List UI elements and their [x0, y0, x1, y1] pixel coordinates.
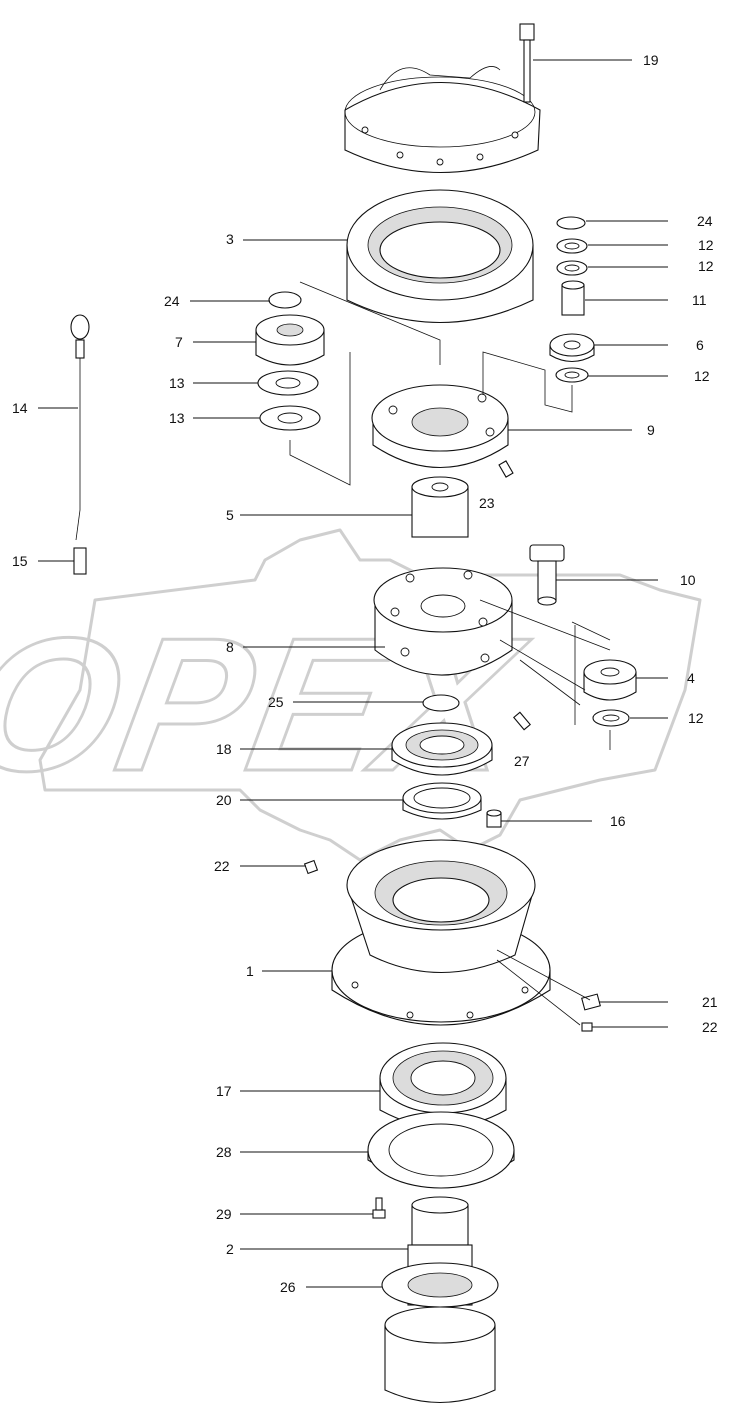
part-12-washer-b	[556, 260, 588, 276]
callout-5: 5	[226, 507, 234, 523]
part-3-ring-gear	[346, 189, 534, 323]
callout-13-a: 13	[169, 375, 185, 391]
leader-lines	[38, 59, 668, 1288]
part-22-plug-right	[581, 1022, 593, 1032]
part-6-planet-gear	[549, 333, 595, 363]
part-19-bolt	[519, 23, 535, 103]
part-24-snap-ring-left	[268, 291, 302, 309]
assembly-guide-lines	[289, 281, 611, 1026]
callout-7: 7	[175, 334, 183, 350]
callout-8: 8	[226, 639, 234, 655]
callout-4: 4	[687, 670, 695, 686]
part-13-thrust-washer-a	[257, 370, 319, 396]
part-12-washer-d	[592, 709, 630, 727]
part-19-top-housing	[344, 66, 541, 173]
callout-28: 28	[216, 1144, 232, 1160]
part-13-thrust-washer-b	[259, 405, 321, 431]
part-15-dipstick-tube	[73, 547, 87, 575]
callout-21: 21	[702, 994, 718, 1010]
callout-10: 10	[680, 572, 696, 588]
part-10-pin	[529, 544, 565, 606]
callout-16: 16	[610, 813, 626, 829]
callout-12-d: 12	[688, 710, 704, 726]
part-21-plug	[581, 993, 601, 1011]
callout-29: 29	[216, 1206, 232, 1222]
part-25-snap-ring	[422, 694, 460, 712]
callout-19: 19	[643, 52, 659, 68]
callout-22-right: 22	[702, 1019, 718, 1035]
callout-12-b: 12	[698, 258, 714, 274]
part-12-washer-a	[556, 238, 588, 254]
part-8-planet-carrier	[373, 567, 513, 676]
callout-9: 9	[647, 422, 655, 438]
part-7-planet-gear	[255, 314, 325, 366]
callout-25: 25	[268, 694, 284, 710]
part-11-pin	[561, 280, 585, 316]
callout-12-c: 12	[694, 368, 710, 384]
part-12-washer-c	[555, 367, 589, 383]
part-1-housing	[331, 839, 551, 1026]
callout-13-b: 13	[169, 410, 185, 426]
part-27-pin	[513, 711, 531, 731]
callout-23: 23	[479, 495, 495, 511]
callout-labels: 19 24 12 12 3 11 24 7 6 12 13 14 13 9 23…	[12, 52, 718, 1295]
part-29-bolt	[372, 1197, 386, 1219]
part-16-plug	[486, 809, 502, 828]
callout-12-a: 12	[698, 237, 714, 253]
part-23-pin	[498, 460, 514, 478]
callout-26: 26	[280, 1279, 296, 1295]
callout-22-left: 22	[214, 858, 230, 874]
callout-2: 2	[226, 1241, 234, 1257]
callout-24-left: 24	[164, 293, 180, 309]
callout-17: 17	[216, 1083, 232, 1099]
callout-1: 1	[246, 963, 254, 979]
part-20-oil-seal	[402, 782, 482, 820]
part-9-carrier	[371, 384, 509, 468]
part-24-snap-ring-top	[556, 216, 586, 230]
part-26-seal	[381, 1262, 499, 1308]
part-28-spacer-ring	[367, 1111, 515, 1189]
callout-18: 18	[216, 741, 232, 757]
callout-15: 15	[12, 553, 28, 569]
callout-27: 27	[514, 753, 530, 769]
callout-6: 6	[696, 337, 704, 353]
callout-20: 20	[216, 792, 232, 808]
callout-3: 3	[226, 231, 234, 247]
part-14-dipstick	[70, 314, 90, 541]
part-5-sun-gear	[411, 476, 469, 538]
part-22-plug-left	[303, 859, 319, 875]
part-18-bearing	[391, 722, 493, 776]
callout-11: 11	[692, 292, 707, 308]
callout-14: 14	[12, 400, 28, 416]
callout-24-top: 24	[697, 213, 713, 229]
part-4-planet-gear	[583, 659, 637, 701]
